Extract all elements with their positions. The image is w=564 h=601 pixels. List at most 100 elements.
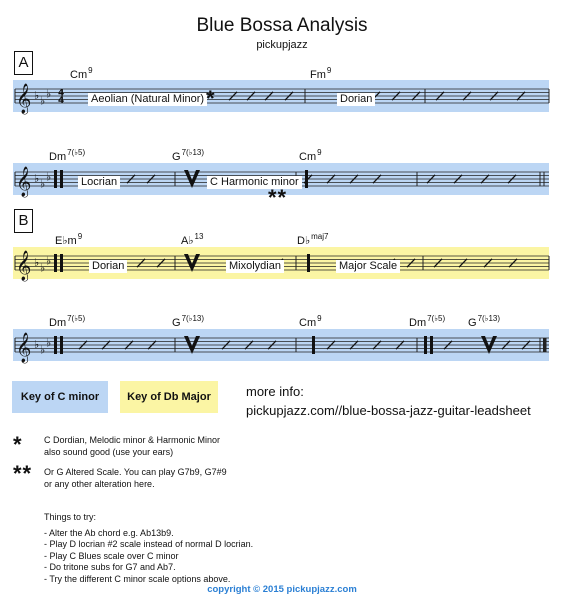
scale-label: C Harmonic minor <box>207 176 302 189</box>
treble-clef-icon: 𝄞 <box>16 166 31 198</box>
flat-icon: ♭ <box>46 87 51 100</box>
rhythm-slash <box>326 174 336 184</box>
section-marker-a: A <box>14 51 33 75</box>
flat-icon: ♭ <box>40 94 45 107</box>
rhythm-slash <box>462 91 472 101</box>
beat-mark <box>54 254 57 272</box>
footnote-marker-double: ** <box>268 185 288 210</box>
footnote-marker-single: * <box>206 86 215 111</box>
rhythm-slash <box>391 91 401 101</box>
rhythm-slash <box>146 174 156 184</box>
beat-mark <box>312 336 315 354</box>
flat-icon: ♭ <box>34 256 39 269</box>
flat-icon: ♭ <box>40 177 45 190</box>
beat-mark <box>54 170 57 188</box>
copyright-footer: copyright © 2015 pickupjazz.com <box>207 584 357 595</box>
scale-label: Locrian <box>78 176 121 189</box>
beat-mark <box>60 170 63 188</box>
accent-mark <box>184 170 200 188</box>
rhythm-slash <box>244 340 254 350</box>
flat-icon: ♭ <box>40 261 45 274</box>
accent-mark <box>184 254 200 272</box>
chord-symbol: A♭13 <box>181 232 204 247</box>
rhythm-slash <box>516 91 526 101</box>
chord-symbol: G7(♭13) <box>468 314 501 329</box>
rhythm-slash <box>435 91 445 101</box>
list-item: - Play C Blues scale over C minor <box>44 550 179 561</box>
rhythm-slash <box>284 91 294 101</box>
legend-major-key: Key of Db Major <box>120 381 218 413</box>
flat-icon: ♭ <box>34 89 39 102</box>
tips-heading: Things to try: <box>44 512 97 522</box>
accent-mark <box>184 336 200 354</box>
rhythm-slash <box>126 174 136 184</box>
scale-label: Dorian <box>337 93 376 106</box>
flat-icon: ♭ <box>34 338 39 351</box>
chord-symbol: Cm9 <box>299 148 322 163</box>
time-signature-bottom: 4 <box>58 96 64 106</box>
treble-clef-icon: 𝄞 <box>16 250 31 282</box>
rhythm-slash <box>156 258 166 268</box>
rhythm-slash <box>508 258 518 268</box>
rhythm-slash <box>349 340 359 350</box>
rhythm-slash <box>372 340 382 350</box>
scale-label: Dorian <box>89 260 128 273</box>
flat-icon: ♭ <box>46 170 51 183</box>
rhythm-slash <box>221 340 231 350</box>
scale-label: Aeolian (Natural Minor) <box>88 93 208 106</box>
time-signature-top: 4 <box>58 89 64 99</box>
rhythm-slash <box>124 340 134 350</box>
chord-symbol: Dm7(♭5) <box>409 314 446 329</box>
rhythm-slash <box>395 340 405 350</box>
beat-mark <box>54 336 57 354</box>
rhythm-slash <box>326 340 336 350</box>
rhythm-slash <box>507 174 517 184</box>
page-title: Blue Bossa Analysis <box>196 15 368 36</box>
beat-mark <box>60 254 63 272</box>
scale-label: Mixolydian <box>226 260 284 273</box>
treble-clef-icon: 𝄞 <box>16 83 31 115</box>
chord-symbol: Dm7(♭5) <box>49 148 86 163</box>
rhythm-slash <box>406 258 416 268</box>
footnote-text: Or G Altered Scale. You can play G7b9, G… <box>44 467 227 489</box>
rhythm-slash <box>453 174 463 184</box>
section-marker-b: B <box>14 209 33 233</box>
beat-mark <box>430 336 433 354</box>
flat-icon: ♭ <box>34 172 39 185</box>
more-info-link[interactable]: pickupjazz.com//blue-bossa-jazz-guitar-l… <box>246 403 531 418</box>
rhythm-slash <box>458 258 468 268</box>
chord-symbol: Cm9 <box>70 66 93 81</box>
beat-mark <box>60 336 63 354</box>
rhythm-slash <box>246 91 256 101</box>
chord-symbol: G7(♭13) <box>172 314 205 329</box>
chord-symbol: Dm7(♭5) <box>49 314 86 329</box>
final-bar-line <box>543 338 547 352</box>
rhythm-slash <box>480 174 490 184</box>
footnote-marker-double: ** <box>13 461 33 486</box>
flat-icon: ♭ <box>46 336 51 349</box>
chord-symbol: Fm9 <box>310 66 332 81</box>
footnote-marker-single: * <box>13 432 22 457</box>
chord-symbol: E♭m9 <box>55 232 83 247</box>
beat-mark <box>307 254 310 272</box>
rhythm-slash <box>264 91 274 101</box>
beat-mark <box>424 336 427 354</box>
rhythm-slash <box>443 340 453 350</box>
rhythm-slash <box>426 174 436 184</box>
rhythm-slash <box>489 91 499 101</box>
more-info: more info: pickupjazz.com//blue-bossa-ja… <box>246 382 531 420</box>
list-item: - Alter the Ab chord e.g. Ab13b9. <box>44 527 174 538</box>
tips-list: Things to try: - Alter the Ab chord e.g.… <box>44 512 253 585</box>
rhythm-slash <box>147 340 157 350</box>
accent-mark <box>481 336 497 354</box>
list-item: - Do tritone subs for G7 and Ab7. <box>44 562 176 572</box>
scale-label: Major Scale <box>336 260 401 273</box>
rhythm-slash <box>483 258 493 268</box>
treble-clef-icon: 𝄞 <box>16 332 31 364</box>
rhythm-slash <box>521 340 531 350</box>
rhythm-slash <box>78 340 88 350</box>
rhythm-slash <box>372 174 382 184</box>
more-info-label: more info: <box>246 384 304 399</box>
rhythm-slash <box>228 91 238 101</box>
flat-icon: ♭ <box>40 343 45 356</box>
